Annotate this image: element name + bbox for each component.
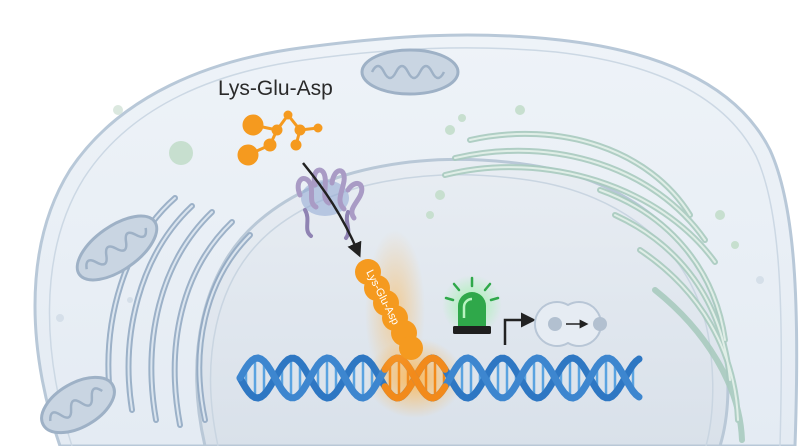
mitochondrion-left [75, 214, 159, 282]
dividing-cell-icon [533, 301, 607, 347]
vesicle-small [113, 105, 123, 115]
peptide-label: Lys-Glu-Asp [218, 77, 333, 100]
mitochondrion-top [360, 48, 460, 96]
nuclear-envelope-inner [209, 174, 714, 446]
dna-double-helix [236, 354, 643, 402]
transport-arrow [302, 162, 362, 258]
peptide-chain: Lys-Glu-Asp [355, 230, 425, 390]
vesicle-large [169, 141, 193, 165]
vesicles [426, 105, 739, 249]
cell-membrane-inner [48, 47, 783, 446]
green-alarm-light-icon [442, 275, 502, 335]
mitochondrion-bottom-left [40, 375, 116, 435]
peptide-molecule [237, 110, 323, 166]
membrane-receptor [295, 167, 365, 240]
right-angle-arrow-icon [503, 312, 536, 345]
